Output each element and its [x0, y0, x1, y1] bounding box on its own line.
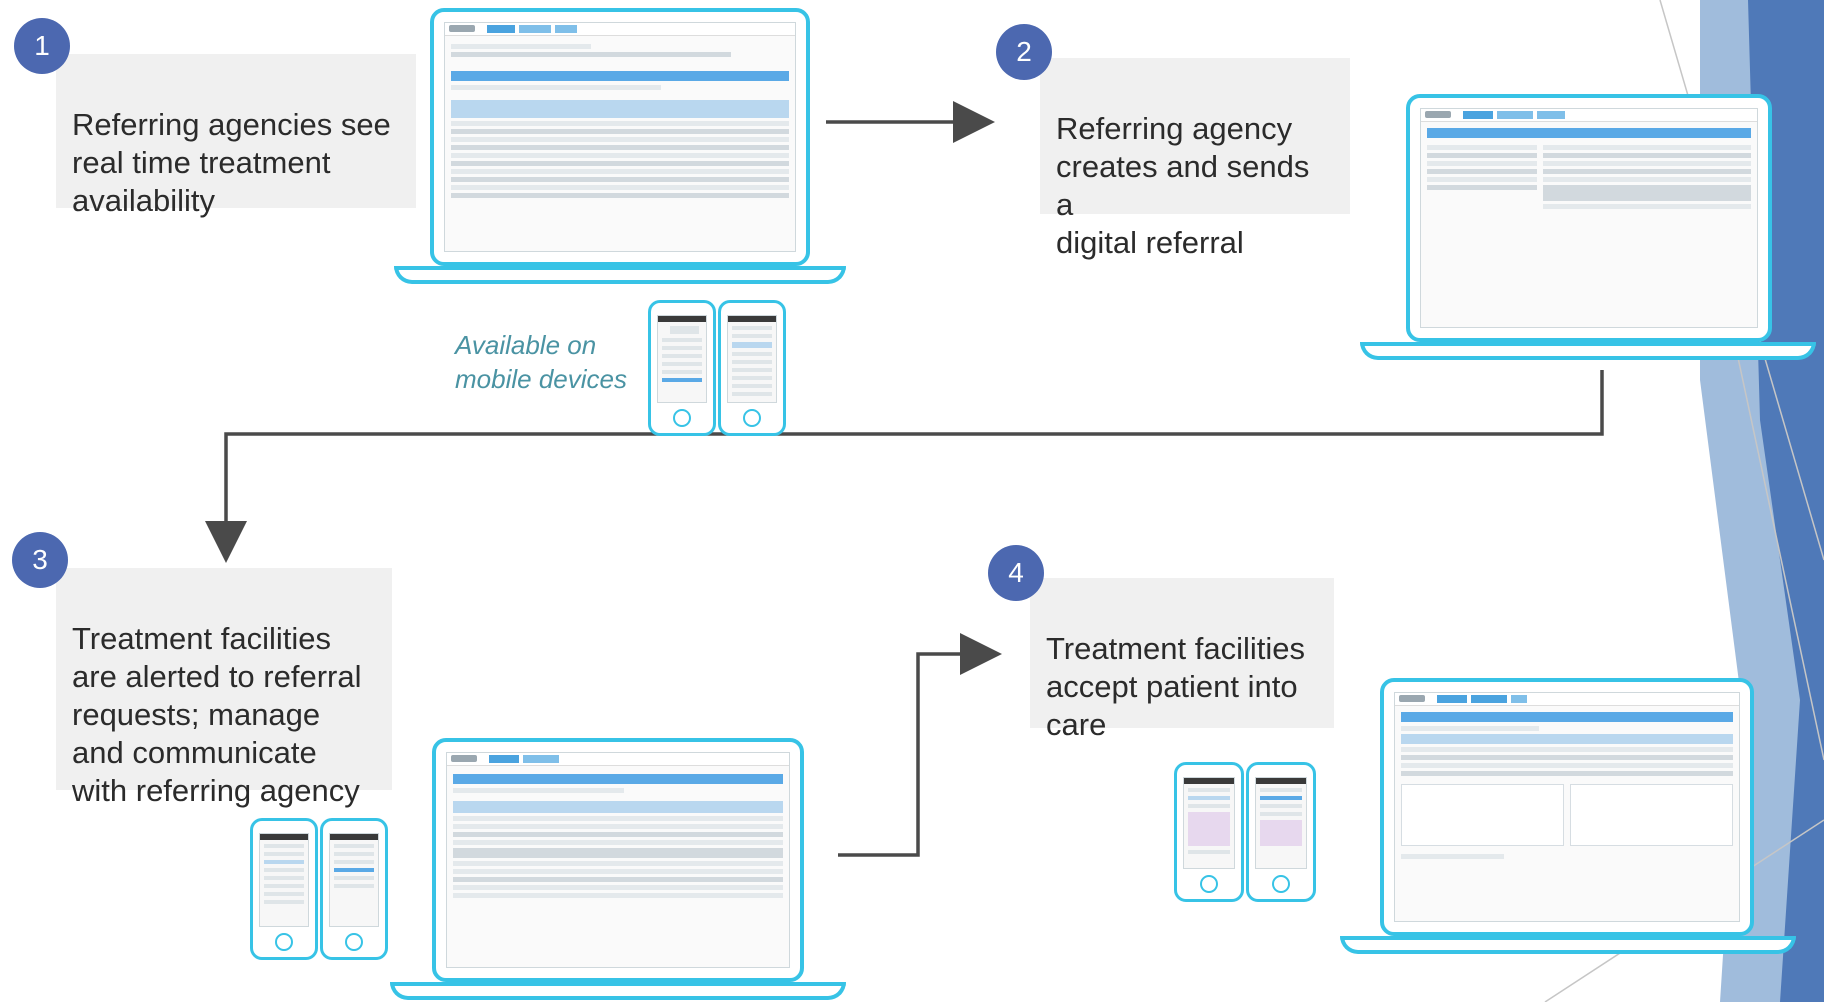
laptop-3-screen — [432, 738, 804, 982]
step-3-text: Treatment facilities are alerted to refe… — [72, 621, 362, 808]
laptop-2-screen — [1406, 94, 1772, 342]
mobile-devices-caption: Available on mobile devices — [455, 330, 627, 394]
laptop-1-screen — [430, 8, 810, 266]
phone-3a — [250, 818, 318, 960]
step-4-badge: 4 — [988, 545, 1044, 601]
laptop-3-base — [390, 982, 846, 1000]
screen-1-title-bar — [451, 71, 789, 81]
step-2-card: Referring agency creates and sends a dig… — [1040, 58, 1350, 260]
phone-1a — [648, 300, 716, 436]
screen-3-title-bar — [453, 774, 783, 784]
screen-2-title-bar — [1427, 128, 1751, 138]
step-3-card: Treatment facilities are alerted to refe… — [56, 568, 392, 808]
step-4-card: Treatment facilities accept patient into… — [1030, 578, 1334, 742]
phone-4a — [1174, 762, 1244, 902]
step-3-badge: 3 — [12, 532, 68, 588]
phone-3b — [320, 818, 388, 960]
step-1-card: Referring agencies see real time treatme… — [56, 54, 416, 218]
laptop-4-base — [1340, 936, 1796, 954]
laptop-4-screen — [1380, 678, 1754, 936]
laptop-2-base — [1360, 342, 1816, 360]
arrow-3-to-4 — [838, 633, 1002, 857]
screen-4-title-bar — [1401, 712, 1733, 722]
laptop-1-base — [394, 266, 846, 284]
step-1-text: Referring agencies see real time treatme… — [72, 107, 391, 218]
step-1-badge: 1 — [14, 18, 70, 74]
step-2-text: Referring agency creates and sends a dig… — [1056, 111, 1310, 260]
arrow-2-to-3 — [205, 370, 1604, 563]
step-2-badge: 2 — [996, 24, 1052, 80]
step-4-text: Treatment facilities accept patient into… — [1046, 631, 1305, 742]
phone-4b — [1246, 762, 1316, 902]
phone-1b — [718, 300, 786, 436]
